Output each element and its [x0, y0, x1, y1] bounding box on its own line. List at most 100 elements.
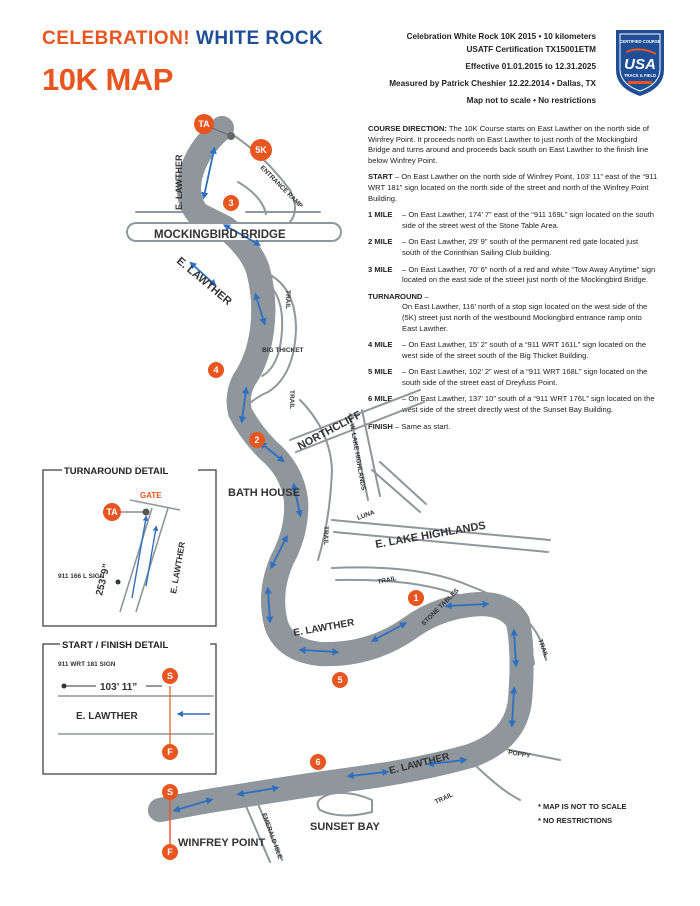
start-detail-f-marker: F: [167, 747, 173, 757]
sunset-bay-loop: [316, 791, 373, 817]
course-info: Celebration White Rock 10K 2015 • 10 kil…: [336, 30, 596, 107]
trail-label-1: TRAIL: [284, 290, 291, 309]
course-arrows: [172, 146, 520, 813]
trail-path: [331, 566, 547, 665]
start-finish-detail: START / FINISH DETAIL 911 WRT 181 SIGN 1…: [42, 636, 217, 775]
svg-text:4: 4: [213, 365, 218, 375]
svg-text:2: 2: [254, 435, 259, 445]
course-direction-text: The 10K Course starts on East Lawther on…: [368, 124, 649, 165]
marker-ta: TA: [194, 114, 214, 134]
mile-entry: 4 MILE – On East Lawther, 15’ 2” south of…: [368, 340, 658, 361]
start-distance: 103’ 11”: [100, 682, 137, 693]
finish-description: FINISH – Same as start.: [368, 422, 658, 433]
mockingbird-bridge-label: MOCKINGBIRD BRIDGE: [154, 229, 286, 241]
svg-text:1: 1: [413, 593, 418, 603]
mile-label: 1 MILE: [368, 210, 393, 220]
mile-text: – On East Lawther, 174’ 7” east of the “…: [402, 210, 655, 230]
map-notes: * MAP IS NOT TO SCALE * NO RESTRICTIONS: [538, 800, 626, 828]
marker-mile-2: 2: [249, 432, 265, 448]
winfrey-point-label: WINFREY POINT: [178, 837, 265, 849]
trail-label-3: TRAIL: [322, 526, 329, 545]
marker-5k: 5K: [250, 139, 272, 161]
usatf-logo: CERTIFIED COURSE USA TRACK & FIELD: [616, 30, 664, 96]
mile-text: – On East Lawther, 15’ 2” south of a “91…: [402, 340, 647, 360]
start-label: START: [368, 172, 393, 182]
logo-usa-text: USA: [624, 56, 656, 73]
entrance-ramp-label: ENTRANCE RAMP: [259, 164, 305, 210]
w-lake-highlands-label: W. LAKE HIGHLANDS: [348, 423, 367, 491]
map-subtitle: 10K MAP: [42, 62, 173, 97]
info-line-1: Celebration White Rock 10K 2015 • 10 kil…: [406, 32, 596, 41]
big-thicket-loop: [241, 267, 297, 413]
mile-text: – On East Lawther, 137’ 10” south of a “…: [402, 394, 655, 415]
e-lake-highlands-label: E. LAKE HIGHLANDS: [374, 520, 486, 551]
mile-label: 5 MILE: [368, 367, 393, 377]
finish-label: FINISH: [368, 421, 393, 431]
turnaround-sign-label: 911 166 L SIGN: [58, 573, 105, 580]
note-not-to-scale: * MAP IS NOT TO SCALE: [538, 802, 627, 811]
course-description: COURSE DIRECTION: The 10K Course starts …: [368, 124, 658, 438]
mile-text: – On East Lawther, 70’ 6” north of a red…: [402, 264, 656, 285]
mile-label: 2 MILE: [368, 237, 393, 247]
emerald-isle-street: [245, 803, 283, 863]
course-direction-label: COURSE DIRECTION:: [368, 124, 447, 133]
sunset-bay-label: SUNSET BAY: [310, 821, 381, 833]
note-no-restrictions: * NO RESTRICTIONS: [538, 816, 613, 825]
finish-text: – Same as start.: [392, 421, 451, 431]
turnaround-street-label: E. LAWTHER: [168, 541, 187, 594]
luna-label: LUNA: [356, 509, 376, 522]
turnaround-ta-marker: TA: [106, 507, 118, 517]
turnaround-description: TURNAROUND –: [368, 291, 429, 301]
marker-finish: F: [162, 844, 178, 860]
title-celebration: CELEBRATION!: [42, 28, 191, 49]
e-lawther-label-north: E. LAWTHER: [174, 154, 184, 210]
start-description: START – On East Lawther on the north sid…: [368, 172, 658, 204]
northcliff-street: [289, 389, 425, 453]
map-title: CELEBRATION! WHITE ROCK: [42, 28, 323, 50]
logo-top-text: CERTIFIED COURSE: [619, 39, 660, 44]
mile-label: 6 MILE: [368, 394, 393, 404]
mile-text: – On East Lawther, 29’ 9” south of the p…: [402, 237, 639, 257]
mile-label: 4 MILE: [368, 340, 393, 350]
mile-entry: 3 MILE– On East Lawther, 70’ 6” north of…: [368, 265, 658, 286]
mile-entry: 5 MILE – On East Lawther, 102’ 2” west of…: [368, 367, 658, 388]
marker-mile-4: 4: [208, 362, 224, 378]
trail-label-5: TRAIL: [536, 638, 549, 658]
svg-text:6: 6: [315, 757, 320, 767]
e-lawther-label-bridge: E. LAWTHER: [174, 255, 234, 308]
start-detail-title: START / FINISH DETAIL: [62, 640, 168, 651]
start-sign-label: 911 WRT 181 SIGN: [58, 661, 116, 668]
mile-entry: 6 MILE – On East Lawther, 137’ 10” south …: [368, 394, 658, 415]
marker-mile-6: 6: [310, 754, 326, 770]
info-line-3: Effective 01.01.2015 to 12.31.2025: [465, 62, 596, 71]
turnaround-detail-title: TURNAROUND DETAIL: [64, 466, 169, 477]
e-lake-highlands-street: [331, 519, 551, 553]
marker-mile-3: 3: [223, 195, 239, 211]
start-street-label: E. LAWTHER: [76, 711, 138, 722]
info-line-4: Measured by Patrick Cheshier 12.22.2014 …: [389, 79, 596, 88]
start-detail-s-marker: S: [167, 671, 173, 681]
marker-mile-5: 5: [332, 672, 348, 688]
turnaround-detail: TURNAROUND DETAIL GATE TA 253’ 9” 911 16…: [42, 462, 217, 627]
big-thicket-label: BIG THICKET: [262, 347, 304, 354]
start-text: – On East Lawther on the north side of W…: [368, 172, 658, 203]
trail-label-4: TRAIL: [377, 575, 397, 586]
mile-text: – On East Lawther, 102’ 2” west of a “91…: [402, 367, 648, 387]
marker-mile-1: 1: [408, 590, 424, 606]
gate-label: GATE: [140, 491, 162, 500]
mile-entry: 2 MILE – On East Lawther, 29’ 9” south of…: [368, 237, 658, 258]
svg-text:TA: TA: [198, 119, 210, 129]
entrance-ramp: [221, 127, 296, 223]
trail-label-6: TRAIL: [434, 791, 454, 805]
title-white-rock: WHITE ROCK: [195, 28, 324, 49]
trail-label-2: TRAIL: [288, 390, 295, 409]
info-line-2: USATF Certification TX15001ETM: [466, 45, 596, 54]
marker-start: S: [162, 784, 178, 800]
bath-house-label: BATH HOUSE: [228, 487, 300, 499]
svg-text:F: F: [167, 847, 173, 857]
turnaround-text: On East Lawther, 116’ north of a stop si…: [402, 302, 648, 333]
svg-text:5K: 5K: [255, 145, 267, 155]
mile-entry: 1 MILE – On East Lawther, 174’ 7” east of…: [368, 210, 658, 231]
logo-bottom-text: TRACK & FIELD: [624, 73, 656, 78]
